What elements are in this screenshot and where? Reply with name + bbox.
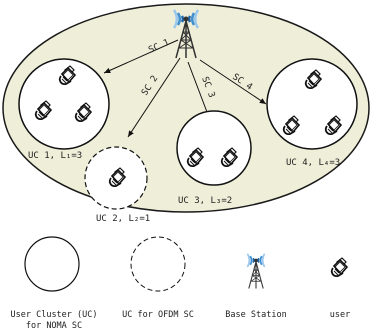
legend-noma-symbol xyxy=(24,236,80,292)
cluster-uc1-circle xyxy=(18,58,110,150)
legend-noma-line2: for NOMA SC xyxy=(26,321,82,331)
link-sc4-line xyxy=(199,59,267,105)
cluster-uc4 xyxy=(266,58,358,150)
cluster-uc2-label: UC 2, L₂=1 xyxy=(96,214,150,224)
legend-base-station-icon xyxy=(246,253,266,290)
link-sc1-line xyxy=(103,39,179,74)
legend-noma-line1: User Cluster (UC) xyxy=(11,310,98,320)
cluster-uc3-circle xyxy=(176,110,252,186)
cluster-uc2 xyxy=(84,146,148,210)
cluster-uc1 xyxy=(18,58,110,150)
legend-user-label: user xyxy=(330,310,350,320)
link-sc2-line xyxy=(127,57,181,138)
cluster-uc4-label: UC 4, L₄=3 xyxy=(286,158,340,168)
legend: User Cluster (UC) for NOMA SC UC for OFD… xyxy=(11,236,350,331)
link-lines xyxy=(103,39,267,138)
legend-ofdm-label: UC for OFDM SC xyxy=(122,310,194,320)
cluster-uc3-label: UC 3, L₃=2 xyxy=(178,196,232,206)
link-sc3-line xyxy=(187,61,211,121)
legend-ofdm-symbol xyxy=(130,236,186,292)
legend-bs-label: Base Station xyxy=(225,310,286,320)
legend-user-icon xyxy=(330,257,348,278)
cluster-uc1-label: UC 1, L₁=3 xyxy=(28,151,82,161)
cluster-uc3 xyxy=(176,110,252,186)
